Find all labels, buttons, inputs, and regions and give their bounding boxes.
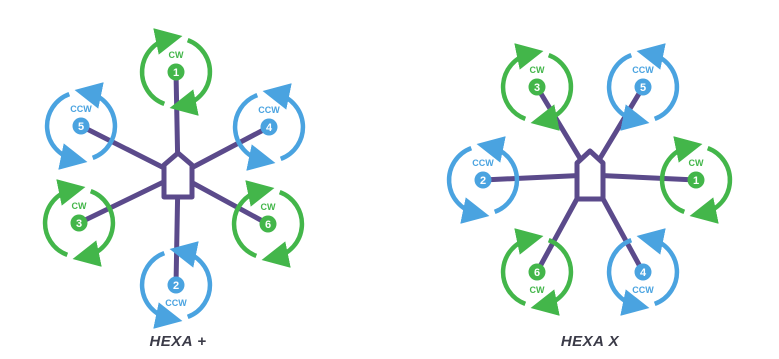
motor-3: 3 CW: [42, 179, 116, 267]
rotation-arrow-icon: [636, 228, 680, 307]
rotation-arrow-icon: [169, 241, 213, 320]
rotation-arrow-icon: [139, 250, 183, 329]
rotation-arrow-icon: [232, 92, 276, 171]
motor-number: 6: [265, 219, 271, 231]
motor-number: 2: [173, 280, 179, 292]
hexa-x-title: HEXA X: [561, 333, 620, 350]
rotation-direction-label: CW: [530, 285, 545, 295]
rotation-direction-label: CW: [169, 50, 184, 60]
rotation-arrow-icon: [530, 52, 574, 131]
rotation-arrow-icon: [261, 189, 305, 268]
motor-hub: [634, 263, 652, 281]
rotation-direction-label: CCW: [472, 158, 494, 168]
motor-hub: [528, 263, 546, 281]
rotation-direction-label: CW: [72, 201, 87, 211]
rotation-direction-label: CW: [261, 202, 276, 212]
motor-number: 1: [693, 175, 699, 187]
rotation-direction-label: CCW: [165, 298, 187, 308]
rotation-direction-label: CCW: [70, 104, 92, 114]
motor-number: 2: [480, 175, 486, 187]
motor-hub: [167, 63, 185, 81]
motor-hub: [72, 117, 90, 135]
flight-controller-body: [161, 150, 195, 200]
rotation-direction-label: CW: [530, 65, 545, 75]
frame-arm: [480, 172, 593, 183]
motor-number: 4: [640, 267, 647, 279]
rotation-arrow-icon: [74, 82, 118, 161]
rotation-arrow-icon: [476, 136, 520, 215]
motor-2: 2 CCW: [446, 136, 520, 224]
motor-hub: [528, 78, 546, 96]
motor-6: 6 CW: [231, 180, 305, 268]
rotation-direction-label: CCW: [258, 105, 280, 115]
rotation-arrow-icon: [659, 136, 703, 215]
motor-number: 5: [78, 121, 84, 133]
motor-hub: [167, 276, 185, 294]
rotation-arrow-icon: [262, 83, 306, 162]
motor-hub: [70, 214, 88, 232]
rotation-arrow-icon: [500, 228, 544, 307]
rotation-arrow-icon: [606, 52, 650, 131]
rotation-arrow-icon: [231, 180, 275, 259]
rotation-arrow-icon: [44, 91, 88, 170]
rotation-arrow-icon: [42, 179, 86, 258]
flight-controller-body: [574, 148, 606, 202]
motor-1: 1 CW: [659, 136, 733, 224]
motor-3: 3 CW: [500, 43, 574, 131]
rotation-arrow-icon: [139, 28, 183, 107]
hexa-plus-title: HEXA +: [149, 333, 206, 350]
rotation-arrow-icon: [72, 188, 116, 267]
rotation-arrow-icon: [446, 145, 490, 224]
rotation-direction-label: CCW: [632, 285, 654, 295]
motor-number: 4: [266, 122, 273, 134]
motor-hub: [260, 118, 278, 136]
motor-5: 5 CCW: [606, 43, 680, 131]
motor-number: 5: [640, 82, 646, 94]
motor-1: 1 CW: [139, 28, 213, 116]
motor-5: 5 CCW: [44, 82, 118, 170]
motor-6: 6CW: [500, 228, 574, 316]
rotation-arrow-icon: [530, 237, 574, 316]
rotation-arrow-icon: [636, 43, 680, 122]
motor-hub: [687, 171, 705, 189]
motor-number: 3: [534, 82, 540, 94]
frame-arm: [587, 172, 699, 183]
rotation-direction-label: CW: [689, 158, 704, 168]
motor-4: 4 CCW: [232, 83, 306, 171]
rotation-arrow-icon: [606, 237, 650, 316]
motor-number: 3: [76, 218, 82, 230]
rotation-direction-label: CCW: [632, 65, 654, 75]
rotation-arrow-icon: [500, 43, 544, 122]
motor-number: 6: [534, 267, 540, 279]
motor-hub: [474, 171, 492, 189]
motor-number: 1: [173, 67, 179, 79]
motor-hub: [634, 78, 652, 96]
rotation-arrow-icon: [169, 37, 213, 116]
rotation-arrow-icon: [689, 145, 733, 224]
motor-hub: [259, 215, 277, 233]
